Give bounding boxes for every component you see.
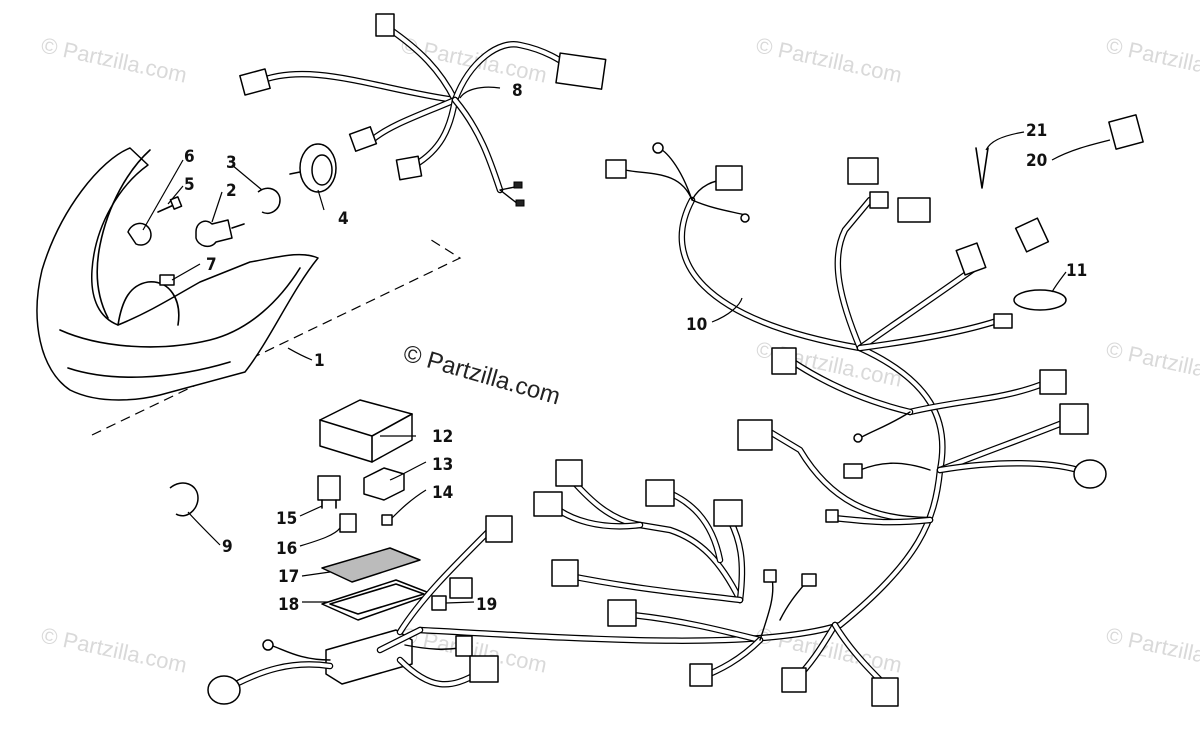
callout-15: 15 — [276, 509, 297, 529]
leader-lines — [142, 86, 1111, 604]
callout-13: 13 — [432, 455, 453, 475]
callout-3: 3 — [226, 153, 237, 173]
callout-14: 14 — [432, 483, 453, 503]
callout-20: 20 — [1026, 151, 1047, 171]
fuse-relay-parts — [169, 399, 447, 685]
callout-7: 7 — [206, 255, 217, 275]
watermark-tile: © Partzilla.com — [1104, 32, 1200, 87]
callout-4: 4 — [338, 209, 349, 229]
callout-11: 11 — [1066, 261, 1087, 281]
main-harness — [207, 114, 1144, 707]
callout-5: 5 — [184, 175, 195, 195]
watermark-tile: © Partzilla.com — [1104, 336, 1200, 391]
callout-21: 21 — [1026, 121, 1047, 141]
callout-16: 16 — [276, 539, 297, 559]
callout-9: 9 — [222, 537, 233, 557]
headlight-harness — [239, 13, 607, 207]
center-watermark: © Partzilla.com — [400, 340, 563, 411]
callout-17: 17 — [278, 567, 299, 587]
headlight-assembly — [36, 143, 462, 436]
watermark-tile: © Partzilla.com — [399, 32, 549, 87]
callout-10: 10 — [686, 315, 707, 335]
callout-labels: 6 5 3 2 4 7 8 1 10 11 21 20 12 13 14 15 … — [184, 81, 1087, 615]
callout-2: 2 — [226, 181, 237, 201]
watermark-tile: © Partzilla.com — [39, 622, 189, 677]
watermark-tile: © Partzilla.com — [1104, 622, 1200, 677]
callout-1: 1 — [314, 351, 325, 371]
callout-18: 18 — [278, 595, 299, 615]
callout-8: 8 — [512, 81, 523, 101]
watermark-tile: © Partzilla.com — [754, 32, 904, 87]
callout-19: 19 — [476, 595, 497, 615]
watermark-tile: © Partzilla.com — [39, 32, 189, 87]
callout-6: 6 — [184, 147, 195, 167]
callout-12: 12 — [432, 427, 453, 447]
